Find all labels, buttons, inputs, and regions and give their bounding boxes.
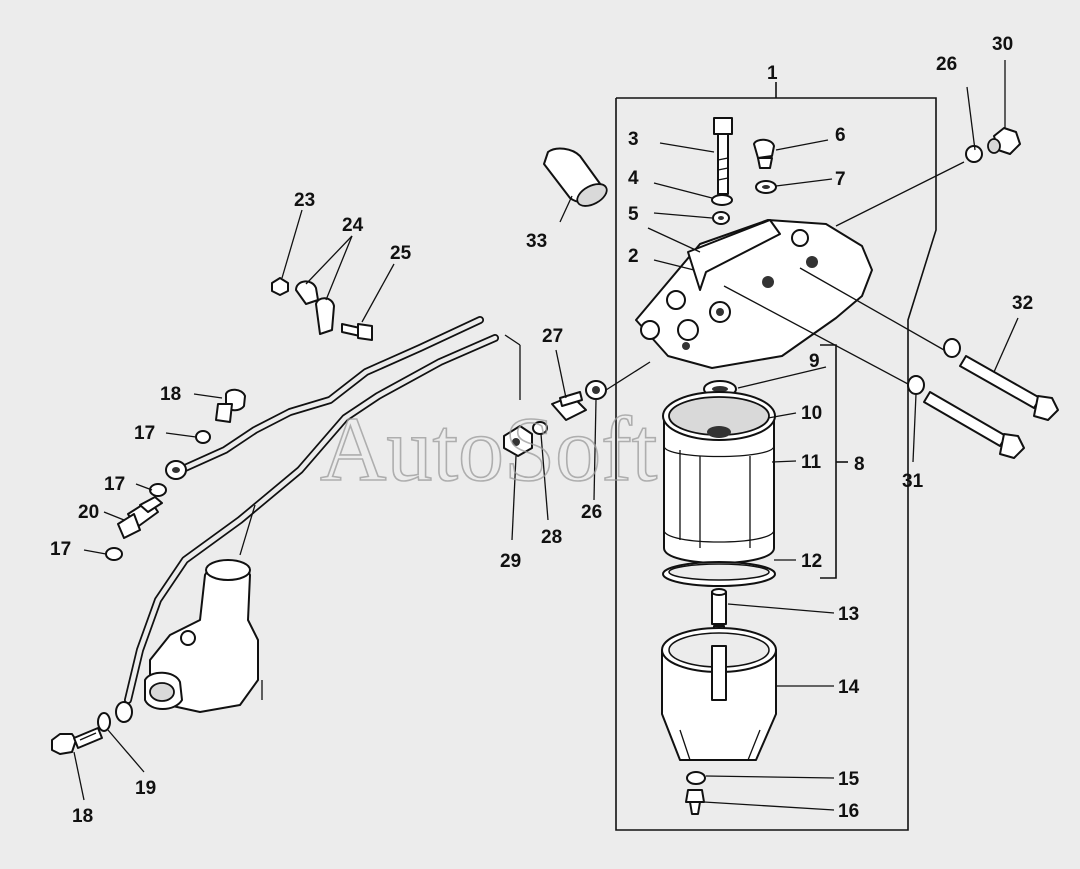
callout-3: 3 <box>628 129 639 150</box>
hose-sleeve-33 <box>543 147 608 207</box>
callout-10: 10 <box>801 403 822 424</box>
assembly-frame-8 <box>820 344 848 579</box>
callout-29: 29 <box>500 551 521 572</box>
seal-15 <box>686 771 706 785</box>
callout-6: 6 <box>835 125 846 146</box>
callout-23: 23 <box>294 190 315 211</box>
washer-19 <box>97 701 133 732</box>
callout-24: 24 <box>342 215 364 236</box>
filter-bowl-14 <box>661 627 777 761</box>
union-27 <box>551 391 587 421</box>
drain-plug-16 <box>685 789 705 815</box>
callout-11: 11 <box>801 452 822 473</box>
olive-28 <box>532 421 548 435</box>
bolt-25 <box>341 323 373 341</box>
watermark-text: AutoSoft <box>320 398 658 500</box>
callout-17-a: 17 <box>134 423 155 444</box>
washer-17-upper <box>195 430 211 444</box>
callout-25: 25 <box>390 243 412 264</box>
callout-12: 12 <box>801 551 822 572</box>
nut-23 <box>271 277 289 296</box>
washer-7 <box>755 180 777 194</box>
callout-18-a: 18 <box>160 384 181 405</box>
gasket-12 <box>662 561 776 587</box>
leader-lines <box>73 60 1019 811</box>
washer-17-middle <box>149 483 167 497</box>
washer-17-lower <box>105 547 123 561</box>
callout-13: 13 <box>838 604 859 625</box>
callout-8: 8 <box>854 454 865 475</box>
callout-16: 16 <box>838 801 859 822</box>
callout-26-a: 26 <box>936 54 957 75</box>
bolt-31 <box>907 375 1025 459</box>
banjo-bolt-18-lower <box>51 727 103 755</box>
callout-28: 28 <box>541 527 562 548</box>
adapter-20 <box>117 496 163 539</box>
callout-5: 5 <box>628 204 639 225</box>
filter-element-10-11 <box>662 391 776 564</box>
callout-32: 32 <box>1012 293 1033 314</box>
nut-29 <box>503 425 533 457</box>
callout-19: 19 <box>135 778 156 799</box>
fuel-pipe-upper <box>124 316 521 704</box>
callout-7: 7 <box>835 169 846 190</box>
callout-9: 9 <box>809 351 820 372</box>
filter-head-2 <box>635 219 873 369</box>
callout-14: 14 <box>838 677 860 698</box>
callout-17-b: 17 <box>104 474 125 495</box>
callout-1: 1 <box>767 63 778 84</box>
bolt-32 <box>943 338 1059 421</box>
plug-30 <box>987 127 1021 155</box>
plug-6 <box>753 138 775 169</box>
callout-30: 30 <box>992 34 1013 55</box>
callout-17-c: 17 <box>50 539 71 560</box>
washer-26-top <box>965 145 983 163</box>
callout-labels: 1 2 3 4 5 6 7 8 9 10 11 12 13 14 15 16 1… <box>50 34 1033 827</box>
callout-18-b: 18 <box>72 806 93 827</box>
feed-pump-body <box>144 559 263 713</box>
callout-15: 15 <box>838 769 860 790</box>
washer-26-mid <box>585 380 607 400</box>
washer-5 <box>712 211 730 225</box>
callout-26-b: 26 <box>581 502 602 523</box>
washer-4 <box>711 194 733 206</box>
callout-31: 31 <box>902 471 924 492</box>
banjo-union-upper <box>165 460 187 480</box>
callout-33: 33 <box>526 231 547 252</box>
clip-24 <box>295 280 335 335</box>
bolt-3 <box>713 117 733 195</box>
callout-2: 2 <box>628 246 639 267</box>
callout-4: 4 <box>628 168 639 189</box>
banjo-bolt-18-upper <box>215 388 246 423</box>
callout-20: 20 <box>78 502 99 523</box>
assembly-frame-1 <box>615 82 937 831</box>
callout-27: 27 <box>542 326 563 347</box>
